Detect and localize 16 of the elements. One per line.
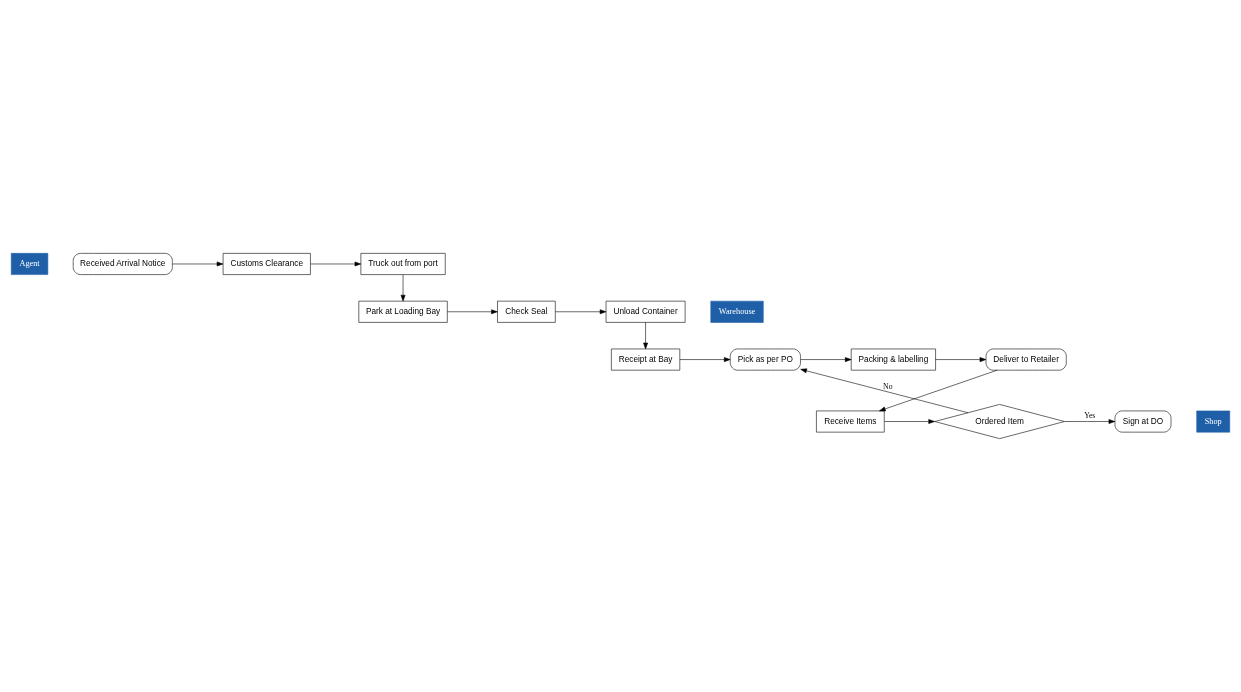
arrow xyxy=(447,309,498,315)
arrow xyxy=(1064,419,1116,424)
arrow xyxy=(679,357,731,362)
node-box: Shop xyxy=(1196,410,1231,433)
arrow xyxy=(310,261,362,267)
arrow xyxy=(643,322,648,350)
arrow xyxy=(400,274,406,302)
arrow xyxy=(935,357,987,362)
arrow xyxy=(800,357,852,362)
arrow xyxy=(800,368,969,413)
node-box: Warehouse xyxy=(710,300,764,323)
arrow xyxy=(172,261,224,267)
arrow xyxy=(879,369,998,412)
arrow xyxy=(555,309,607,315)
arrow xyxy=(884,419,935,424)
node-box: Agent xyxy=(10,253,49,275)
